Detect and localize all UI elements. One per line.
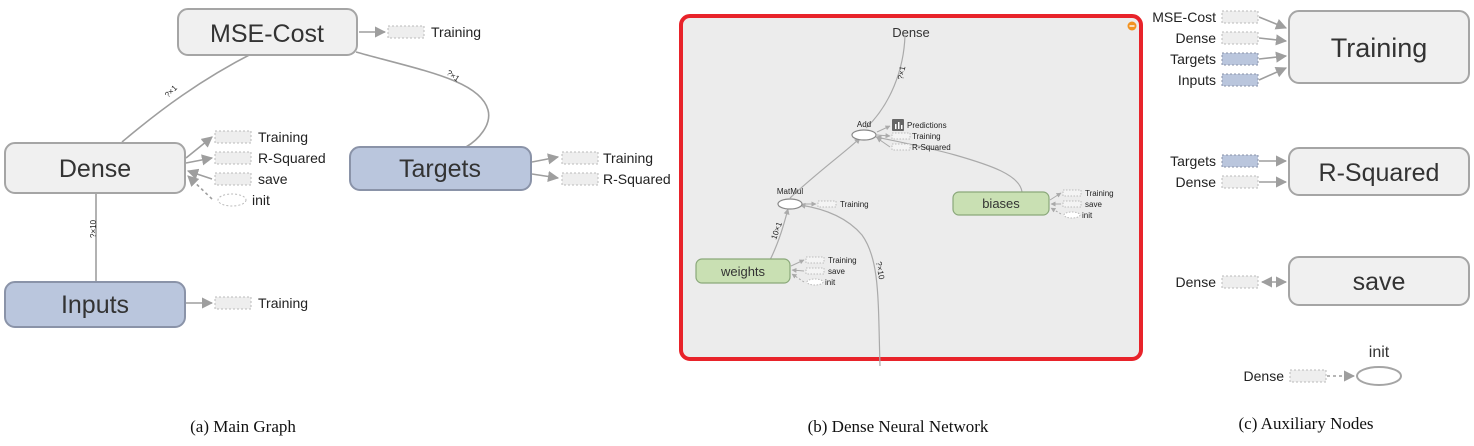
edge-input-matmul [799, 202, 881, 367]
edge-dense-mse [121, 51, 256, 143]
add-op[interactable] [851, 129, 877, 141]
targets-aux-rsquared: R-Squared [603, 171, 671, 187]
edge-label-inputs-dense: ?×10 [89, 219, 98, 238]
rsquared-node[interactable] [1288, 147, 1470, 196]
aux-stub [387, 25, 425, 39]
training-input-mse-cost: MSE-Cost [1152, 9, 1216, 25]
dense-aux-rsquared: R-Squared [258, 150, 326, 166]
weights-aux-training: Training [828, 256, 857, 265]
edge-biases-add [875, 135, 1023, 193]
edge-weights-matmul [769, 208, 790, 261]
dense-aux-init: init [252, 192, 270, 208]
edge-add-out [865, 34, 906, 129]
add-aux-rsquared: R-Squared [912, 143, 951, 152]
biases-aux-training: Training [1085, 189, 1114, 198]
init-node[interactable] [1356, 366, 1402, 386]
caption-main-graph: (a) Main Graph [190, 417, 296, 436]
init-input-dense: Dense [1244, 368, 1285, 384]
rsquared-input-targets: Targets [1170, 153, 1216, 169]
matmul-aux-training: Training [840, 200, 869, 209]
auxiliary-panel: Training MSE-Cost Dense Targets Inputs R… [1152, 9, 1470, 433]
edge-label-targets-mse: ?×1 [445, 68, 462, 83]
mse-cost-label: MSE-Cost [210, 20, 324, 48]
biases-node[interactable] [952, 191, 1050, 216]
mse-cost-node[interactable] [177, 8, 358, 56]
dense-label: Dense [59, 155, 131, 183]
svg-text:?×1: ?×1 [896, 65, 907, 80]
svg-text:?×10: ?×10 [874, 261, 886, 281]
biases-aux-init: init [1082, 211, 1093, 220]
biases-aux-save: save [1085, 200, 1102, 209]
weights-aux-save: save [828, 267, 845, 276]
dense-network-panel: Dense ?×1 10×1 ?×10 Add Predictions Trai… [679, 14, 1143, 436]
add-aux-predictions: Predictions [907, 121, 947, 130]
save-input-dense: Dense [1176, 274, 1217, 290]
dense-highlight-frame [679, 14, 1143, 361]
rsquared-input-dense: Dense [1176, 174, 1217, 190]
training-label: Training [1331, 33, 1428, 63]
weights-node[interactable] [695, 258, 791, 284]
dense-panel-title: Dense [892, 25, 930, 40]
init-label: init [1369, 344, 1390, 361]
save-label: save [1353, 268, 1406, 296]
inputs-node[interactable] [4, 281, 186, 328]
training-input-targets: Targets [1170, 51, 1216, 67]
inputs-label: Inputs [61, 291, 129, 319]
caption-dense-network: (b) Dense Neural Network [808, 417, 989, 436]
targets-node[interactable] [349, 146, 532, 191]
rsquared-label: R-Squared [1319, 159, 1440, 187]
inputs-aux-training: Training [258, 295, 308, 311]
targets-aux-training: Training [603, 150, 653, 166]
add-label: Add [857, 120, 871, 129]
dense-aux-training: Training [258, 129, 308, 145]
weights-label: weights [720, 264, 766, 279]
edge-targets-mse [355, 51, 490, 148]
training-input-inputs: Inputs [1178, 72, 1216, 88]
main-graph-panel: ?×1 ?×10 ?×1 MSE-Cost Training Dense Tra… [4, 8, 671, 436]
targets-label: Targets [399, 155, 481, 183]
weights-aux-init: init [825, 278, 836, 287]
training-input-dense: Dense [1176, 30, 1217, 46]
dense-aux-save: save [258, 171, 288, 187]
save-node[interactable] [1288, 256, 1470, 306]
add-aux-training: Training [912, 132, 941, 141]
matmul-op[interactable] [777, 198, 803, 210]
biases-label: biases [982, 196, 1020, 211]
training-node[interactable] [1288, 10, 1470, 84]
caption-auxiliary: (c) Auxiliary Nodes [1238, 414, 1373, 433]
dense-node[interactable] [4, 142, 186, 194]
edge-matmul-add [789, 137, 861, 199]
edge-label-dense-mse: ?×1 [163, 83, 179, 99]
matmul-label: MatMul [777, 187, 803, 196]
mse-aux-training: Training [431, 24, 481, 40]
